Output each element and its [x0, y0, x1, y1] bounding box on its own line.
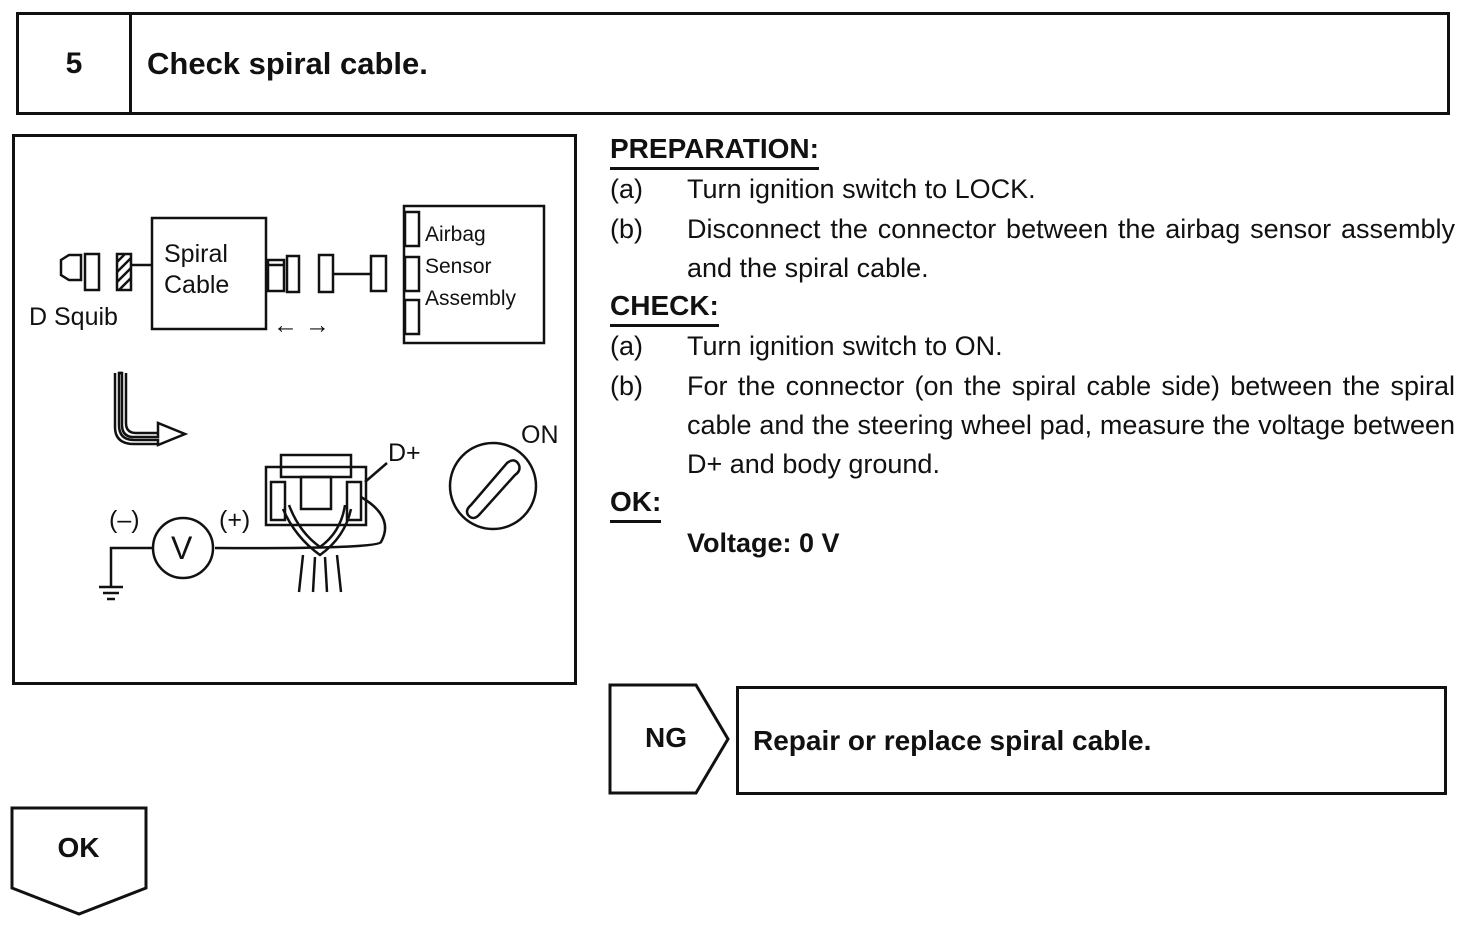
preparation-item: (a) Turn ignition switch to LOCK.: [610, 170, 1455, 209]
step-header: 5 Check spiral cable.: [16, 12, 1450, 115]
plus-label: (+): [219, 506, 251, 534]
steering-connector-icon: [264, 465, 368, 527]
ok-voltage-value: Voltage: 0 V: [687, 528, 840, 558]
ignition-switch-icon: [448, 441, 538, 531]
ng-label: NG: [645, 722, 687, 753]
item-text: For the connector (on the spiral cable s…: [687, 371, 1455, 479]
step-title: Check spiral cable.: [147, 45, 428, 81]
on-label: ON: [521, 421, 559, 449]
wiring-diagram: [59, 204, 546, 601]
assembly-label: Assembly: [425, 287, 517, 310]
preparation-item: (b) Disconnect the connector between the…: [610, 210, 1455, 288]
ok-result-label: OK: [57, 832, 100, 863]
ng-tag-shape: [608, 683, 730, 795]
diagram-panel: Spiral Cable D Squib Airbag Sensor Assem…: [12, 134, 577, 685]
ok-tag-shape: [10, 806, 148, 916]
item-mark: (b): [610, 214, 643, 244]
spiral-cable-label-2: Cable: [164, 271, 230, 299]
item-mark: (a): [610, 174, 643, 204]
voltmeter-label: V: [171, 530, 193, 566]
d-plus-label: D+: [388, 439, 421, 467]
cable-connector-icon: [285, 254, 301, 294]
cable-plug-icon: [266, 258, 286, 293]
check-item: (b) For the connector (on the spiral cab…: [610, 367, 1455, 484]
disconnect-arrows: ← →: [273, 311, 330, 339]
ok-heading: OK:: [610, 488, 662, 523]
squib-plug-icon: [83, 252, 101, 292]
step-number: 5: [19, 15, 132, 112]
item-text: Turn ignition switch to ON.: [687, 331, 1003, 361]
spiral-cable-box: [150, 216, 268, 331]
preparation-heading: PREPARATION:: [610, 135, 819, 170]
spiral-cable-label-1: Spiral: [164, 240, 228, 268]
item-text: Disconnect the connector between the air…: [687, 214, 1455, 283]
ng-action-box: Repair or replace spiral cable.: [736, 686, 1447, 795]
sensor-label: Sensor: [425, 255, 492, 278]
airbag-label: Airbag: [425, 223, 486, 246]
item-mark: (a): [610, 331, 643, 361]
check-heading: CHECK:: [610, 292, 719, 327]
item-mark: (b): [610, 371, 643, 401]
sensor-connector-icon: [369, 254, 388, 293]
sensor-plug-icon: [317, 253, 335, 294]
d-squib-label: D Squib: [29, 303, 118, 331]
minus-label: (–): [109, 506, 140, 534]
check-item: (a) Turn ignition switch to ON.: [610, 327, 1455, 366]
item-text: Turn ignition switch to LOCK.: [687, 174, 1036, 204]
squib-connector-icon: [59, 253, 83, 282]
